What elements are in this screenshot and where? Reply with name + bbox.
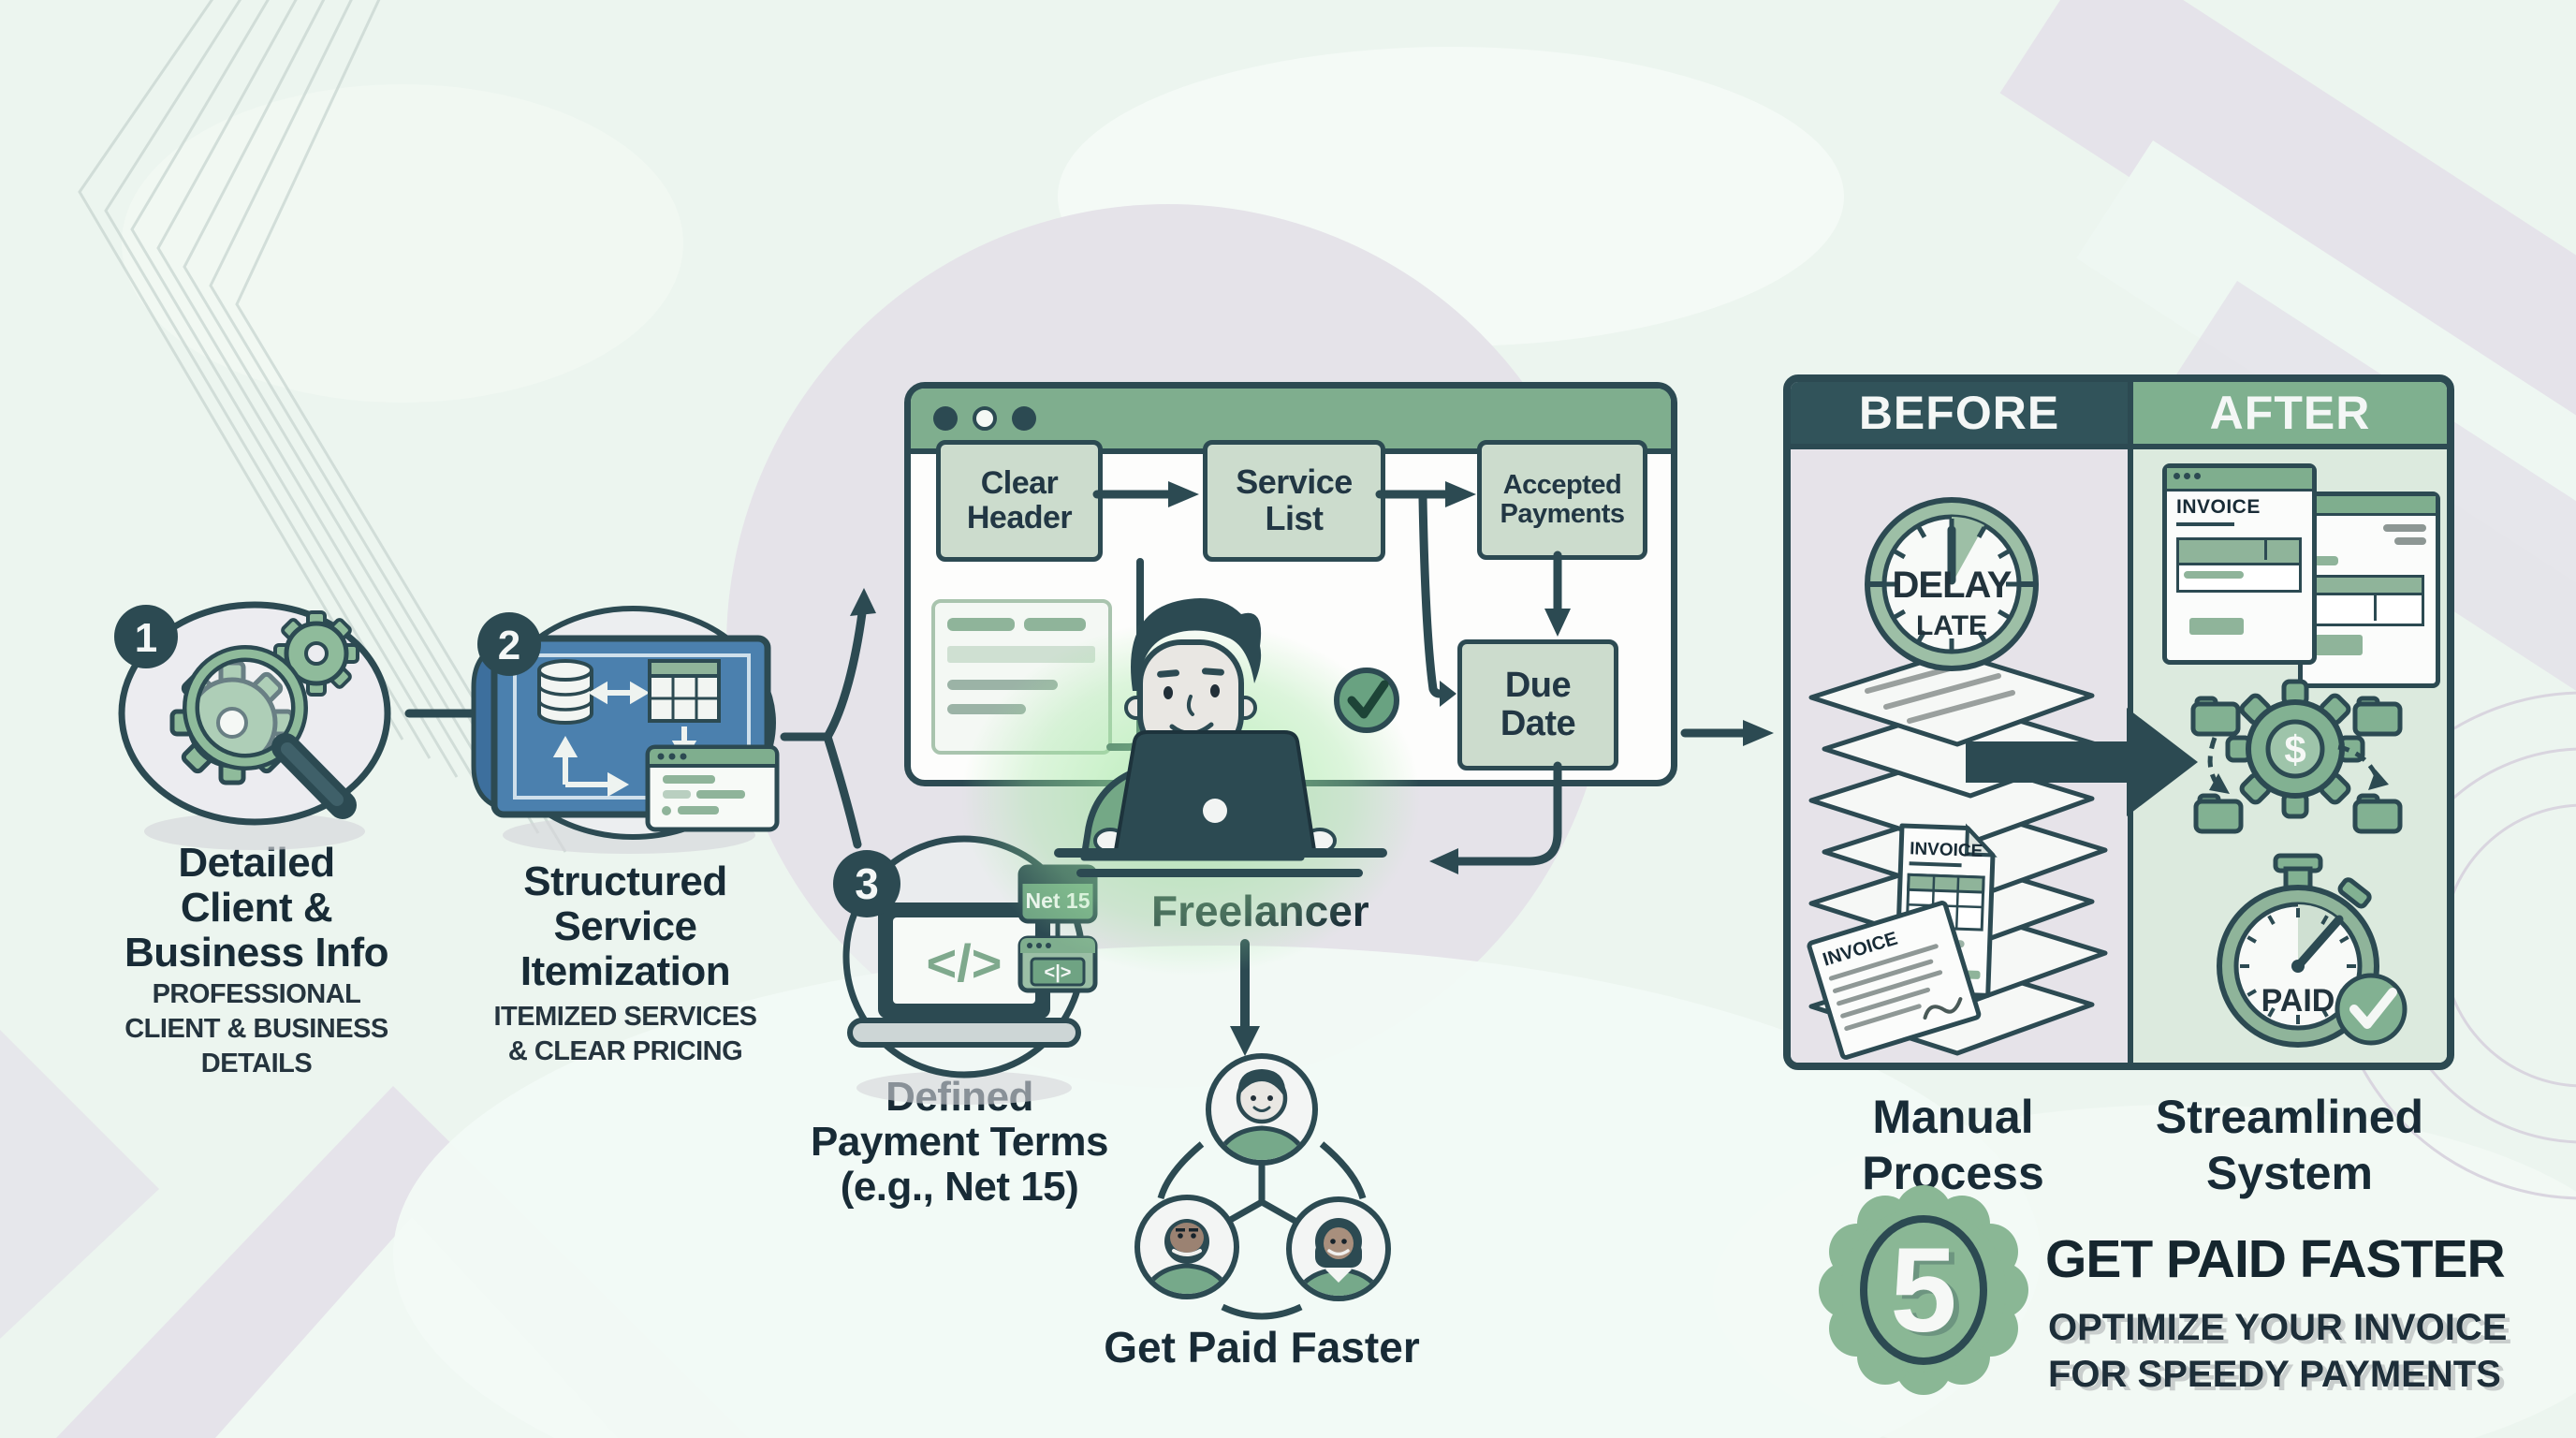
title-line: Service xyxy=(553,903,697,949)
after-invoice-window-1: INVOICE xyxy=(2162,463,2317,665)
payment-terms-icon: </> Net 15 <|> 3 xyxy=(833,835,1098,1105)
step2-title: Structured Service Itemization xyxy=(457,859,794,994)
badge-number: 5 xyxy=(1890,1224,1956,1357)
before-header: BEFORE xyxy=(1791,382,2128,449)
database-icon xyxy=(537,659,593,725)
step1-subtitle: PROFESSIONAL CLIENT & BUSINESS DETAILS xyxy=(88,977,425,1081)
invoice-preview-card xyxy=(931,599,1112,755)
client-avatar-top xyxy=(1206,1053,1318,1166)
client-info-icon: 1 xyxy=(114,601,391,850)
step5-badge: 5 5 xyxy=(1819,1185,2028,1395)
net15-tag: Net 15 xyxy=(1017,864,1098,924)
title-line: Itemization xyxy=(520,948,731,994)
cta-subline: OPTIMIZE YOUR INVOICE FOR SPEEDY PAYMENT… xyxy=(2048,1307,2508,1395)
desk-line xyxy=(1054,848,1387,858)
laptop-screen-frame xyxy=(878,902,1050,1019)
window-dot-icon xyxy=(1012,406,1036,431)
net15-label: Net 15 xyxy=(1025,888,1090,913)
client-avatar-right xyxy=(1286,1196,1391,1301)
flow-box-label: Service List xyxy=(1236,462,1353,537)
title-line: Defined xyxy=(886,1074,1033,1120)
code-glyph: </> xyxy=(927,933,1003,992)
flow-box-label: Due Date xyxy=(1500,665,1576,743)
terms-window: <|> xyxy=(1017,935,1098,993)
get-paid-faster-label: Get Paid Faster xyxy=(1104,1323,1420,1372)
step2-number: 2 xyxy=(498,623,520,668)
large-gear-icon xyxy=(169,660,295,785)
panel-divider xyxy=(2128,382,2133,1063)
laptop-base xyxy=(847,1018,1081,1048)
after-header: AFTER xyxy=(2133,382,2447,449)
step3-number: 3 xyxy=(855,859,879,908)
chevron-pattern xyxy=(78,0,567,853)
title-line: Client & xyxy=(180,885,333,931)
step1-number: 1 xyxy=(135,615,157,661)
freelancer-label: Freelancer xyxy=(1151,887,1369,935)
flow-box-accepted-payments: Accepted Payments xyxy=(1477,440,1647,560)
network-connectors xyxy=(1157,1141,1367,1320)
laptop-logo xyxy=(1203,799,1227,823)
before-body xyxy=(1791,449,2128,1063)
title-line: Structured xyxy=(523,858,727,904)
fork-up-branch xyxy=(823,609,867,741)
subtitle-line: ITEMIZED SERVICES xyxy=(493,1002,757,1032)
badge-number-shadow: 5 xyxy=(1895,1227,1962,1361)
flow-box-service-list: Service List xyxy=(1203,440,1385,562)
small-gear-icon xyxy=(273,610,359,697)
cta-headline: GET PAID FASTER xyxy=(2045,1229,2506,1289)
subtitle-line: & CLEAR PRICING xyxy=(507,1036,743,1066)
step3-badge xyxy=(833,850,900,917)
after-invoice-window-2 xyxy=(2298,492,2440,688)
step2-subtitle: ITEMIZED SERVICES & CLEAR PRICING xyxy=(457,1000,794,1069)
blueprint-flow-arrows xyxy=(552,726,697,798)
window-dot-icon xyxy=(973,406,997,431)
before-caption: Manual Process xyxy=(1862,1091,2044,1199)
step1-badge xyxy=(114,605,178,668)
double-arrow-icon xyxy=(588,681,650,705)
step3-title: Defined Payment Terms (e.g., Net 15) xyxy=(791,1075,1128,1210)
subtitle-line: DETAILS xyxy=(200,1049,313,1078)
table-icon xyxy=(648,659,721,723)
diamond-shapes xyxy=(0,1030,749,1438)
service-itemization-icon: 2 xyxy=(471,606,780,854)
code-glyph-small: <|> xyxy=(1045,962,1072,983)
step2-badge xyxy=(477,612,541,676)
client-avatar-left xyxy=(1134,1195,1239,1299)
title-line: (e.g., Net 15) xyxy=(840,1164,1079,1210)
step1-title: Detailed Client & Business Info xyxy=(88,841,425,976)
flow-box-due-date: Due Date xyxy=(1457,639,1618,770)
after-caption: Streamlined System xyxy=(2155,1091,2424,1199)
subtitle-line: PROFESSIONAL xyxy=(152,979,361,1009)
title-line: Detailed xyxy=(178,840,335,886)
desk-line xyxy=(1076,869,1363,877)
flow-box-label: Clear Header xyxy=(966,465,1073,536)
title-line: Payment Terms xyxy=(811,1119,1108,1165)
code-window-icon xyxy=(645,744,780,832)
fork-down-branch xyxy=(823,732,862,849)
before-after-panel: BEFORE AFTER xyxy=(1783,374,2454,1070)
subtitle-line: CLIENT & BUSINESS xyxy=(124,1014,388,1044)
after-invoice-title: INVOICE xyxy=(2176,496,2261,518)
flow-box-clear-header: Clear Header xyxy=(936,440,1103,562)
magnifier-icon xyxy=(183,645,357,819)
window-dot-icon xyxy=(933,406,958,431)
title-line: Business Info xyxy=(124,930,389,976)
flow-box-label: Accepted Payments xyxy=(1500,469,1625,529)
